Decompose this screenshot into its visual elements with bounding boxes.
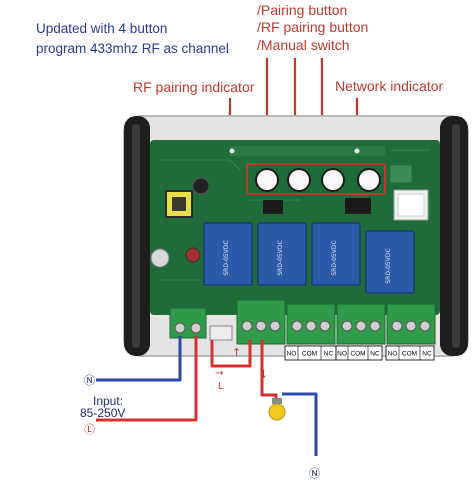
relay-1-label: SRD-05VDC bbox=[223, 240, 230, 275]
arrow-right-indicator: → bbox=[215, 368, 223, 379]
relay-terminals bbox=[236, 299, 436, 345]
relay-3-label: SRD-05VDC bbox=[331, 240, 338, 275]
relay-4-label: SRD-05VDC bbox=[385, 248, 392, 283]
callout-network-indicator: Network indicator bbox=[335, 78, 443, 94]
arrow-down-indicator: ↓ bbox=[259, 368, 268, 381]
network-led bbox=[354, 148, 360, 154]
button-cluster bbox=[246, 163, 386, 195]
wire-live-input bbox=[96, 336, 198, 422]
relays: SRD-05VDC SRD-05VDC SRD-05VDC SRD-05VDC bbox=[203, 222, 415, 294]
rf-pairing-led bbox=[229, 148, 235, 154]
relay-2: SRD-05VDC bbox=[257, 222, 307, 286]
push-button-3[interactable] bbox=[321, 168, 345, 192]
micro-usb-port bbox=[209, 325, 233, 341]
terminal-label-no: NO bbox=[337, 351, 347, 358]
terminal-label-com: COM bbox=[402, 351, 417, 358]
terminal-label-nc: NC bbox=[422, 351, 432, 358]
terminal-label-com: COM bbox=[350, 351, 365, 358]
varistor bbox=[185, 247, 201, 263]
push-button-1[interactable] bbox=[255, 168, 279, 192]
relay-1: SRD-05VDC bbox=[203, 222, 253, 286]
ic-chip bbox=[263, 200, 283, 214]
intro-line-2: program 433mhz RF as channel bbox=[36, 41, 229, 56]
callout-rf-pairing-button: /RF pairing button bbox=[257, 19, 368, 35]
intro-line-1: Updated with 4 button bbox=[36, 21, 167, 36]
capacitor bbox=[192, 177, 210, 195]
callout-manual-switch: /Manual switch bbox=[257, 37, 350, 53]
capacitor bbox=[150, 248, 170, 268]
l-label: L bbox=[218, 381, 224, 392]
callout-rf-pairing-indicator: RF pairing indicator bbox=[133, 79, 255, 95]
callout-pairing-button: /Pairing button bbox=[257, 2, 347, 18]
terminal-screw bbox=[174, 322, 186, 334]
terminal-labels: NO COM NC NO COM NC NO COM NC bbox=[284, 345, 435, 361]
wire-lamp-neutral bbox=[282, 392, 318, 456]
arrow-up-indicator: ↑ bbox=[232, 346, 241, 359]
wire-neutral-input bbox=[96, 336, 182, 382]
wire-live-link bbox=[210, 340, 252, 368]
power-terminal-block bbox=[169, 307, 207, 339]
light-bulb bbox=[268, 398, 286, 421]
ic-chip bbox=[345, 198, 371, 214]
terminal-screw bbox=[190, 322, 202, 334]
terminal-label-com: COM bbox=[302, 351, 317, 358]
input-voltage: 85-250V bbox=[80, 406, 125, 420]
terminal-label-no: NO bbox=[388, 351, 398, 358]
terminal-label-nc: NC bbox=[324, 351, 334, 358]
input-label: Input: bbox=[93, 394, 123, 408]
terminal-label-nc: NC bbox=[370, 351, 380, 358]
push-button-2[interactable] bbox=[287, 168, 311, 192]
live-symbol-input: Ⓛ bbox=[84, 423, 95, 436]
relay-2-label: SRD-05VDC bbox=[277, 240, 284, 275]
relay-4: SRD-05VDC bbox=[365, 230, 415, 294]
neutral-symbol-lamp: Ⓝ bbox=[309, 467, 320, 480]
relay-3: SRD-05VDC bbox=[311, 222, 361, 286]
buttons-highlight bbox=[246, 163, 386, 195]
neutral-symbol-input: Ⓝ bbox=[84, 374, 95, 387]
push-button-4[interactable] bbox=[357, 168, 381, 192]
terminal-label-no: NO bbox=[287, 351, 297, 358]
